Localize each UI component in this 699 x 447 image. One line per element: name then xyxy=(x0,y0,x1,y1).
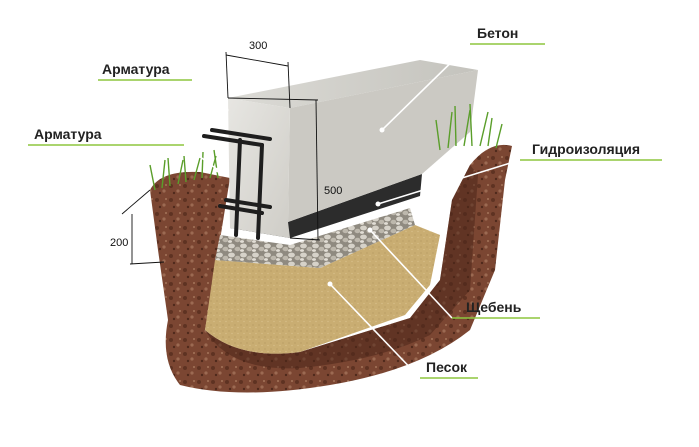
gravel-layer xyxy=(215,208,415,268)
label-rebar-top: Арматура xyxy=(102,61,170,77)
leader-dots xyxy=(215,107,385,287)
concrete-top-face xyxy=(228,60,478,108)
label-waterproofing: Гидроизоляция xyxy=(532,141,640,157)
soil-trench-shadow xyxy=(205,165,478,369)
dimension-base: 200 xyxy=(110,237,128,249)
dimension-height: 500 xyxy=(324,185,342,197)
sand-layer xyxy=(205,225,440,354)
leader-lines xyxy=(183,43,521,379)
rebar-cage xyxy=(202,128,272,240)
concrete-side-face xyxy=(288,70,478,222)
dimension-width: 300 xyxy=(249,40,267,52)
label-sand: Песок xyxy=(426,359,468,375)
label-gravel: Щебень xyxy=(466,299,522,315)
grass-left xyxy=(149,149,219,191)
grass-right xyxy=(435,103,503,151)
label-concrete: Бетон xyxy=(477,25,518,41)
waterproofing-membrane xyxy=(230,174,422,238)
label-underlines xyxy=(28,43,662,379)
label-rebar-bottom: Арматура xyxy=(34,126,102,142)
dimension-lines xyxy=(121,51,321,265)
